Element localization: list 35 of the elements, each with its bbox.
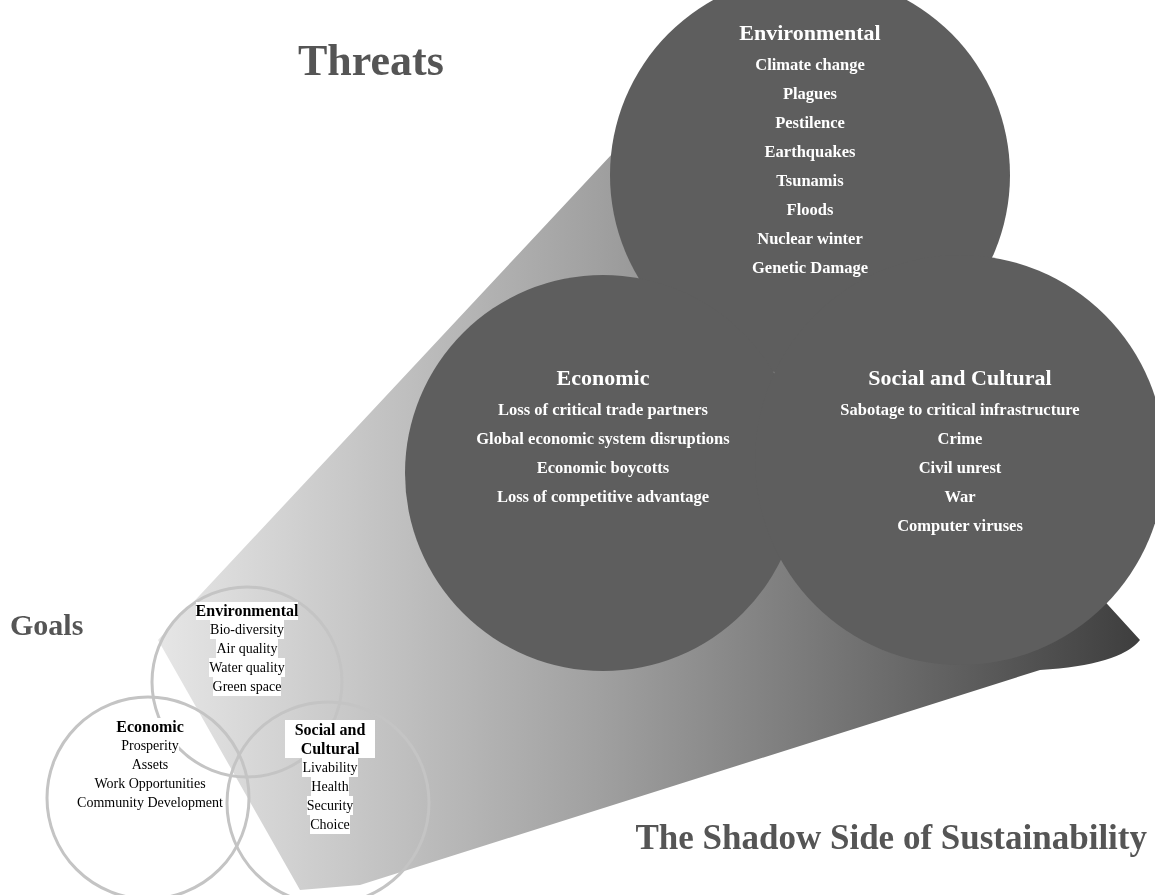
list-item: Global economic system disruptions — [476, 428, 730, 450]
category-heading: Economic — [556, 365, 650, 391]
category-heading: Economic — [116, 718, 184, 736]
list-item: Air quality — [216, 639, 278, 658]
section-heading: Goals — [10, 608, 84, 642]
list-item: Water quality — [209, 658, 285, 677]
list-item: Security — [306, 796, 354, 815]
category-heading: Environmental — [739, 20, 881, 46]
section-heading: Threats — [298, 35, 444, 86]
list-item: Livability — [302, 758, 358, 777]
diagram-title: The Shadow Side of Sustainability — [635, 818, 1147, 858]
list-item: Bio-diversity — [210, 620, 284, 639]
list-item: Green space — [212, 677, 282, 696]
list-item: Loss of critical trade partners — [498, 399, 708, 421]
list-item: Genetic Damage — [752, 257, 868, 279]
list-item: Tsunamis — [776, 170, 844, 192]
list-item: Earthquakes — [764, 141, 856, 163]
list-item: Prosperity — [121, 736, 179, 755]
list-item: Nuclear winter — [757, 228, 863, 250]
list-item: Computer viruses — [897, 515, 1023, 537]
list-item: Sabotage to critical infrastructure — [840, 399, 1080, 421]
list-item: Economic boycotts — [536, 457, 670, 479]
category-heading: Social and Cultural — [868, 365, 1052, 391]
list-item: Crime — [937, 428, 983, 450]
list-item: Loss of competitive advantage — [496, 486, 710, 508]
list-item: Pestilence — [775, 112, 845, 134]
category-heading: Social and Cultural — [285, 720, 375, 758]
list-item: Choice — [310, 815, 350, 834]
list-item: Climate change — [755, 54, 865, 76]
category-heading: Environmental — [195, 602, 299, 620]
list-item: Health — [311, 777, 349, 796]
list-item: Civil unrest — [918, 457, 1002, 479]
list-item: Floods — [786, 199, 834, 221]
list-item: War — [944, 486, 976, 508]
list-item: Plagues — [782, 83, 838, 105]
